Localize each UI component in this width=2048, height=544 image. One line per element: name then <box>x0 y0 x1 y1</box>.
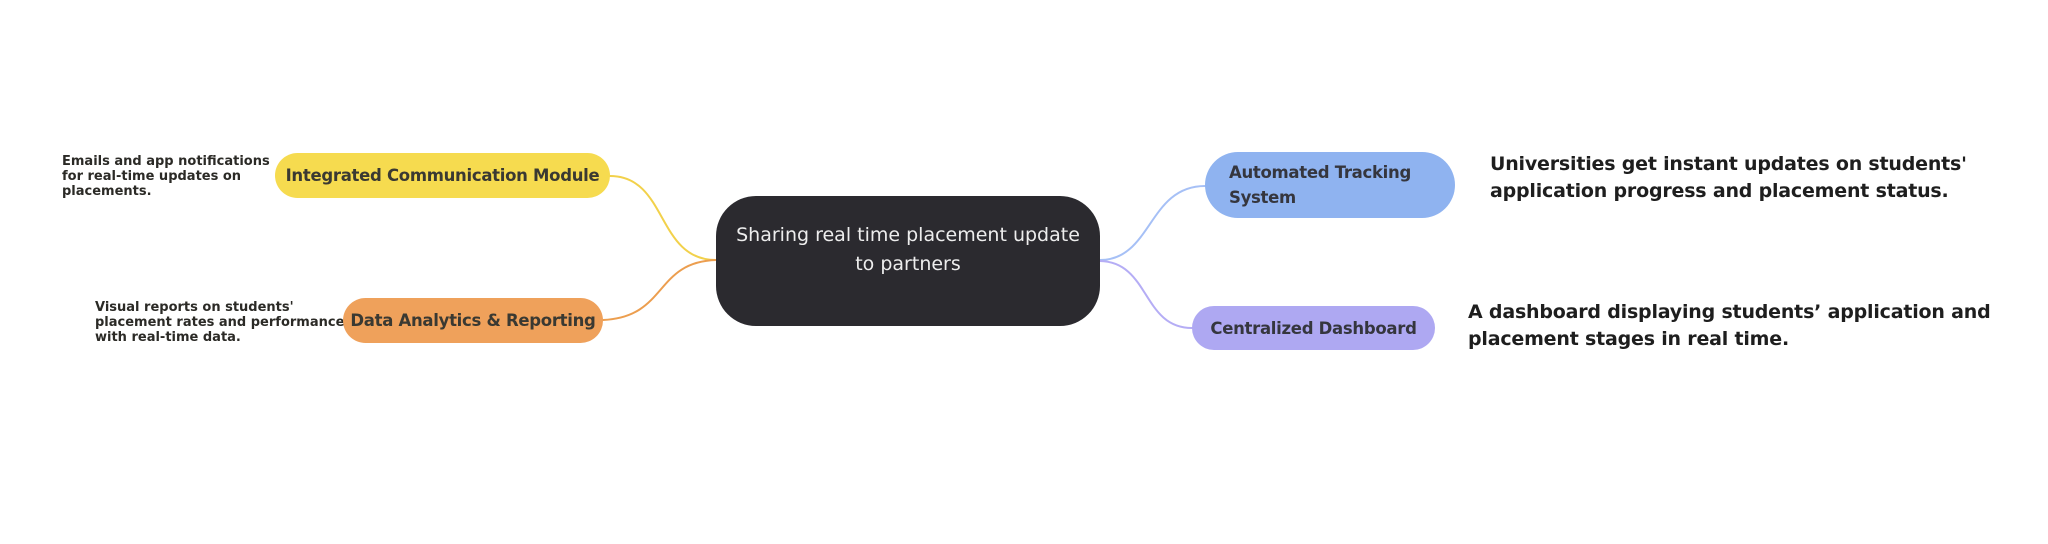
description-line: application progress and placement statu… <box>1490 180 1949 202</box>
connector-centralized-dashboard <box>1099 260 1193 329</box>
node-data-analytics-reporting[interactable]: Data Analytics & Reporting <box>343 298 603 343</box>
central-topic-node[interactable]: Sharing real time placement update to pa… <box>716 196 1100 326</box>
node-label-line: System <box>1229 188 1296 207</box>
description-line: placement stages in real time. <box>1468 328 1789 350</box>
connector-automated-tracking-system <box>1099 185 1206 261</box>
node-label: Centralized Dashboard <box>1210 318 1417 338</box>
node-integrated-communication-module[interactable]: Integrated Communication Module <box>275 153 610 198</box>
annotation-integrated-communication-module[interactable]: Emails and app notifications for real-ti… <box>62 154 270 199</box>
annotation-line: with real-time data. <box>95 330 241 345</box>
annotation-line: placements. <box>62 184 152 199</box>
annotation-line: for real-time updates on <box>62 169 242 184</box>
connector-data-analytics-reporting <box>602 259 717 321</box>
node-automated-tracking-system[interactable]: Automated Tracking System <box>1205 152 1455 218</box>
connector-integrated-communication-module <box>609 175 717 261</box>
description-centralized-dashboard[interactable]: A dashboard displaying students’ applica… <box>1468 299 1991 353</box>
node-label: Integrated Communication Module <box>285 166 600 185</box>
central-topic-label-line: Sharing real time placement update <box>736 224 1080 246</box>
description-automated-tracking-system[interactable]: Universities get instant updates on stud… <box>1490 151 1967 205</box>
description-line: Universities get instant updates on stud… <box>1490 153 1967 175</box>
node-centralized-dashboard[interactable]: Centralized Dashboard <box>1192 306 1435 350</box>
node-label: Data Analytics & Reporting <box>350 311 596 330</box>
node-label-line: Automated Tracking <box>1229 163 1411 182</box>
annotation-line: placement rates and performance <box>95 315 345 330</box>
annotation-line: Emails and app notifications <box>62 154 270 169</box>
description-line: A dashboard displaying students’ applica… <box>1468 301 1991 323</box>
annotation-line: Visual reports on students' <box>95 300 294 315</box>
central-topic-label-line: to partners <box>855 253 961 275</box>
annotation-data-analytics-reporting[interactable]: Visual reports on students' placement ra… <box>95 300 344 345</box>
